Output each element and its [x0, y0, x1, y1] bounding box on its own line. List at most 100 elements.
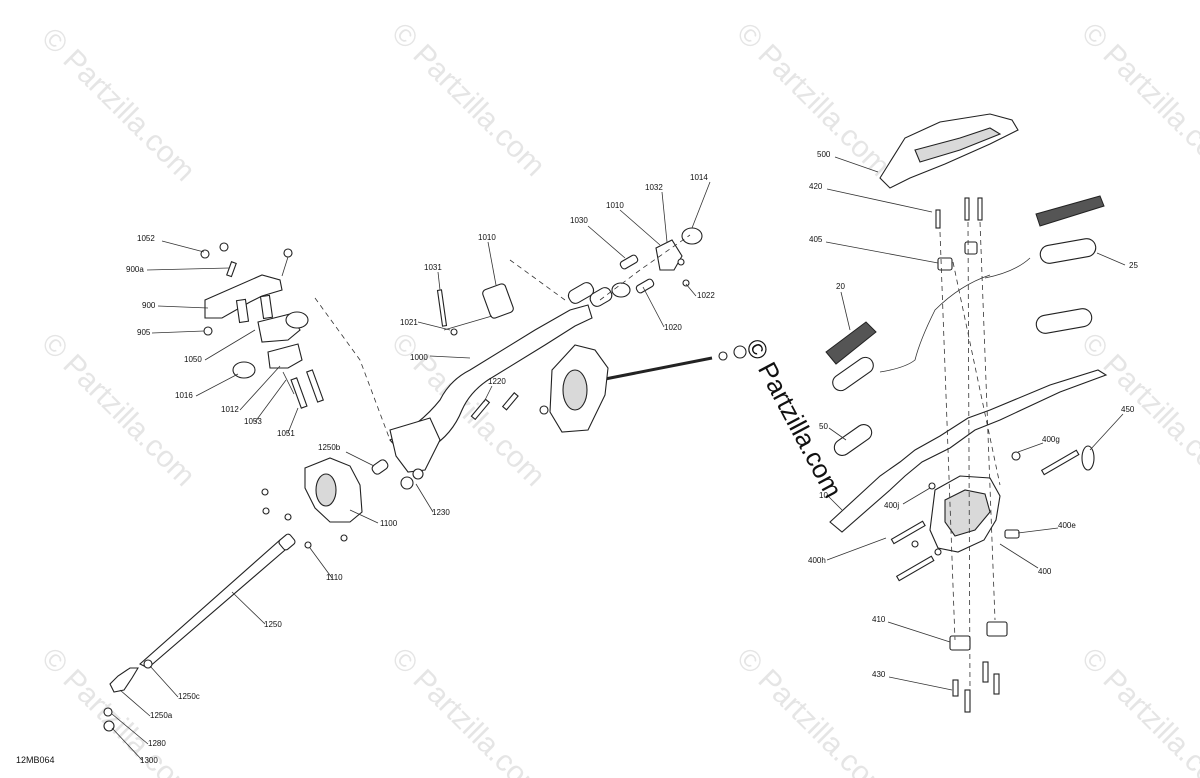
label-1012: 1012 [221, 405, 239, 414]
label-400j: 400j [884, 501, 899, 510]
part-bolt-head [261, 488, 269, 496]
label-1016: 1016 [175, 391, 193, 400]
part-screw [340, 534, 348, 542]
label-405: 405 [809, 235, 823, 244]
part-1051-bolt [306, 369, 324, 403]
label-1053: 1053 [244, 417, 262, 426]
label-400g: 400g [1042, 435, 1060, 444]
label-1000: 1000 [410, 353, 428, 362]
label-1250: 1250 [264, 620, 282, 629]
part-nut [934, 548, 942, 556]
part-bolt-head [284, 513, 292, 521]
label-1031: 1031 [424, 263, 442, 272]
part-rod-end-washer [733, 345, 747, 359]
part-1000-steering-column [389, 304, 593, 461]
part-1021-nut [450, 328, 458, 336]
part-rod-end-nut [718, 351, 728, 361]
label-1020: 1020 [664, 323, 682, 332]
label-20: 20 [836, 282, 845, 291]
part-bolt-lower [982, 661, 989, 683]
label-50: 50 [819, 422, 828, 431]
label-1220: 1220 [488, 377, 506, 386]
label-900: 900 [142, 301, 156, 310]
part-bolt-c [977, 197, 983, 221]
part-grip-tube [832, 356, 874, 392]
part-grip-sleeve [1035, 308, 1093, 334]
watermark-tile: © Partzilla.com [730, 17, 896, 183]
part-1250b-bushing [371, 459, 389, 475]
part-grip-sleeve [1039, 238, 1097, 264]
label-1010-lower: 1010 [478, 233, 496, 242]
label-1110: 1110 [326, 573, 343, 582]
part-bolt-long [895, 555, 935, 582]
label-400: 400 [1038, 567, 1052, 576]
part-1000-lower-lever [389, 417, 441, 473]
label-500: 500 [817, 150, 831, 159]
part-1030-sleeve [619, 254, 639, 270]
part-20-throttle-grip [825, 321, 877, 365]
steering-arm-1000 [389, 227, 703, 490]
part-1020-bushing [567, 282, 595, 304]
label-450: 450 [1121, 405, 1135, 414]
part-450-washer [1081, 445, 1095, 471]
part-430-bolt [952, 679, 959, 697]
part-400g-nut [1011, 451, 1021, 461]
watermark-tile: © Partzilla.com [385, 17, 551, 183]
label-400e: 400e [1058, 521, 1076, 530]
label-1021: 1021 [400, 318, 418, 327]
label-1250c: 1250c [178, 692, 200, 701]
steering-shaft-1250 [103, 457, 389, 732]
label-1100: 1100 [380, 519, 398, 528]
part-bolt-b [964, 197, 970, 221]
label-25: 25 [1129, 261, 1138, 270]
part-10-handlebar [829, 369, 1108, 533]
part-bolt-head [283, 248, 293, 258]
diagram-reference-code: 12MB064 [16, 755, 55, 765]
part-1010-clamp [482, 283, 514, 319]
label-10: 10 [819, 491, 828, 500]
part-500-pad-texture [914, 127, 1002, 163]
part-bolt-lower [993, 673, 1000, 695]
watermark-tile: © Partzilla.com [35, 642, 201, 778]
label-1032: 1032 [645, 183, 663, 192]
watermark-tile: © Partzilla.com [35, 22, 201, 188]
leader-lines [111, 156, 1126, 761]
label-1300: 1300 [140, 756, 158, 765]
part-1300-nut [103, 720, 115, 732]
part-1230-washer [412, 468, 424, 480]
part-1014-seal [681, 227, 703, 245]
watermark-tile: © Partzilla.com [1075, 17, 1200, 183]
watermark-tile: © Partzilla.com [35, 327, 201, 493]
part-400e-spring [1004, 529, 1020, 539]
part-905-nut [203, 326, 213, 336]
part-bolt-long [1040, 449, 1080, 476]
part-400-riser-face [944, 489, 991, 537]
part-grip-25 [1035, 195, 1105, 227]
label-1250a: 1250a [150, 711, 173, 720]
part-1052-nut [219, 242, 229, 252]
part-410-clamp [949, 635, 971, 651]
watermark-tile: © Partzilla.com [730, 642, 896, 778]
part-1250-shaft [139, 539, 294, 669]
label-400h: 400h [808, 556, 826, 565]
part-1051-bolt [290, 377, 308, 409]
part-1022-nut [682, 279, 690, 287]
label-1030: 1030 [570, 216, 588, 225]
part-1230-nut [400, 476, 414, 490]
part-400j-nut [928, 482, 936, 490]
label-1230: 1230 [432, 508, 450, 517]
center-rod-assembly [539, 344, 747, 433]
label-1250b: 1250b [318, 443, 341, 452]
part-wire-harness [879, 257, 1031, 373]
part-ring-1020 [611, 282, 631, 298]
upper-clamp-assembly [200, 242, 391, 441]
part-1020-sleeve [635, 278, 655, 294]
part-1010-nut [677, 258, 685, 266]
label-1010-upper: 1010 [606, 201, 624, 210]
label-905: 905 [137, 328, 151, 337]
part-1220-bolt [501, 392, 519, 411]
watermark-tile: © Partzilla.com [385, 642, 551, 778]
part-1220-bolt [470, 398, 491, 421]
part-1053-pin [282, 371, 295, 395]
